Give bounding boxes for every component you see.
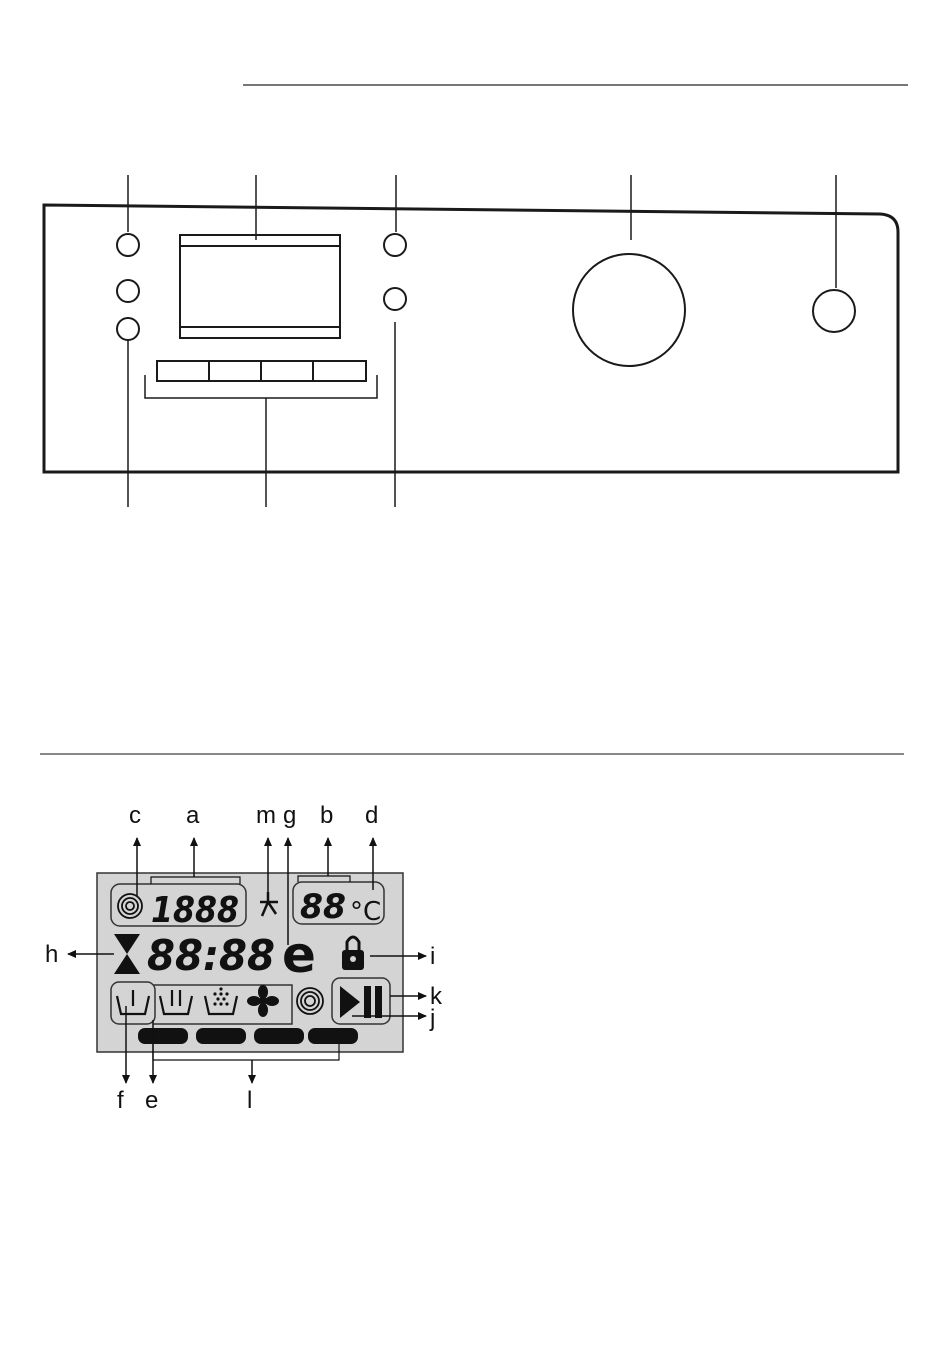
temperature-digits: 88 <box>300 887 346 927</box>
panel-display <box>180 235 340 338</box>
right-button-top[interactable] <box>384 234 406 256</box>
label-d: d <box>365 802 378 829</box>
label-m: m <box>256 802 276 829</box>
left-button-bottom[interactable] <box>117 318 139 340</box>
option-bar-1 <box>138 1028 188 1044</box>
panel-outline <box>44 205 898 472</box>
temperature-unit: °C <box>350 897 381 927</box>
right-button-bottom[interactable] <box>384 288 406 310</box>
time-digits: 88:88 <box>147 931 275 980</box>
label-f: f <box>117 1087 124 1114</box>
option-bar-4 <box>308 1028 358 1044</box>
eco-e-icon: e <box>282 926 316 984</box>
label-c: c <box>129 802 141 829</box>
left-button-top[interactable] <box>117 234 139 256</box>
left-button-middle[interactable] <box>117 280 139 302</box>
program-knob[interactable] <box>573 254 685 366</box>
option-bar-3 <box>254 1028 304 1044</box>
label-l: l <box>247 1087 252 1114</box>
control-panel <box>44 175 898 507</box>
power-button[interactable] <box>813 290 855 332</box>
label-b: b <box>320 802 333 829</box>
label-e: e <box>145 1087 158 1114</box>
label-i: i <box>430 943 435 970</box>
label-a: a <box>186 802 200 829</box>
label-g: g <box>283 802 296 829</box>
label-j: j <box>429 1005 435 1032</box>
spin-digits: 1888 <box>151 890 239 931</box>
display-detail: 1888 88 °C 88:88 e <box>45 802 443 1114</box>
option-bar-2 <box>196 1028 246 1044</box>
label-h: h <box>45 941 58 968</box>
